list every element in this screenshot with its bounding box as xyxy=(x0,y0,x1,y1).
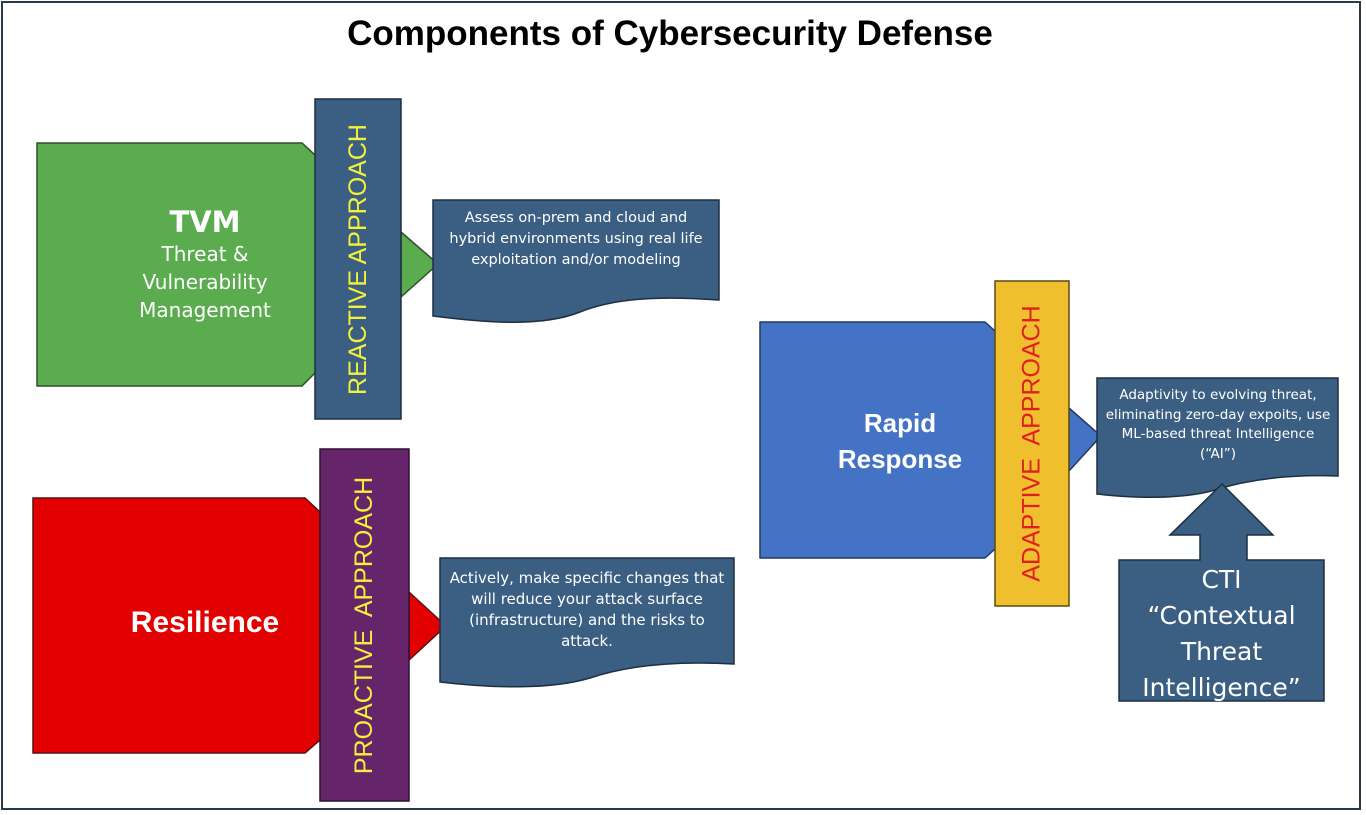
adaptive-approach-bar xyxy=(994,280,1070,607)
rapid-response-arrow xyxy=(1068,406,1103,473)
rapid-response-heading-line: Rapid xyxy=(863,408,937,438)
diagram-title: Components of Cybersecurity Defense xyxy=(347,14,993,53)
adaptive-approach-label: ADAPTIVE APPROACH xyxy=(1017,305,1046,582)
resilience-description-box xyxy=(439,557,735,688)
proactive-approach-label: PROACTIVE APPROACH xyxy=(350,476,379,774)
cti-line: CTI xyxy=(1201,565,1242,594)
tvm-subtitle-line: Management xyxy=(139,298,271,322)
tvm-subtitle-line: Threat & xyxy=(161,242,249,266)
rapid-response-description: Adaptivity to evolving threat, eliminati… xyxy=(1105,387,1331,462)
cti-label: CTI “Contextual Threat Intelligence” xyxy=(1119,562,1324,706)
rapid-response-label: Rapid Response xyxy=(790,405,1010,477)
resilience-description: Actively, make specific changes that wil… xyxy=(449,569,725,650)
cti-arrow xyxy=(1119,535,1172,560)
cti-up-arrow xyxy=(1118,482,1325,702)
tvm-heading: TVM xyxy=(169,205,241,239)
tvm-label: TVM Threat & Vulnerability Management xyxy=(100,204,310,324)
reactive-approach-bar xyxy=(314,98,402,420)
cti-line: Intelligence” xyxy=(1142,673,1301,702)
rapid-response-heading-line: Response xyxy=(837,444,963,474)
cti-line: Threat xyxy=(1180,637,1263,666)
cti-line: “Contextual xyxy=(1147,601,1296,630)
tvm-subtitle-line: Vulnerability xyxy=(142,270,268,294)
proactive-approach-bar xyxy=(319,448,410,802)
tvm-description-box xyxy=(432,199,720,324)
cti-arrow-box xyxy=(1119,535,1172,560)
tvm-description: Assess on-prem and cloud and hybrid envi… xyxy=(449,210,703,268)
reactive-approach-label: REACTIVE APPROACH xyxy=(343,123,372,395)
resilience-label: Resilience xyxy=(130,606,280,639)
